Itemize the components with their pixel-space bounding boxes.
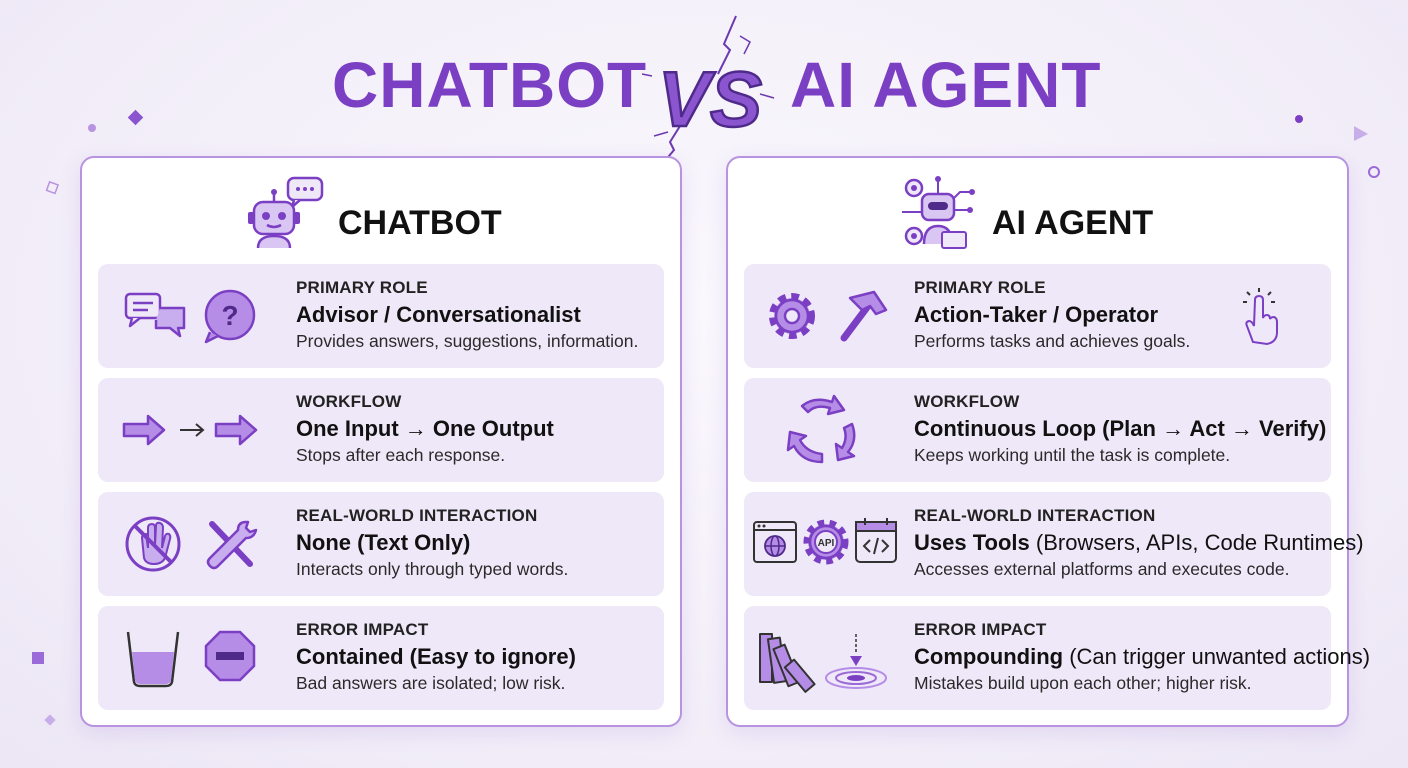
agent-row-interaction: API REAL-WORLD INTERACTION Uses Tools (B… [744,492,1364,596]
arrow-right-icon [122,414,166,446]
ripple-target-icon [825,634,887,689]
api-gear-icon: API [803,519,849,565]
vs-emblem: VS [640,14,780,164]
row-headline: Contained (Easy to ignore) [296,644,576,669]
row-headline: Uses Tools (Browsers, APIs, Code Runtime… [914,530,1364,555]
row-description: Interacts only through typed words. [296,559,569,579]
row-description: Accesses external platforms and executes… [914,559,1290,579]
row-headline: Continuous Loop (Plan → Act → Verify) [914,416,1327,441]
chatbot-row-error-impact: ERROR IMPACT Contained (Easy to ignore) … [98,606,664,710]
agent-row-error-impact: ERROR IMPACT Compounding (Can trigger un… [744,606,1370,710]
falling-dominoes-icon [759,633,816,693]
ai-agent-panel: AI AGENT PRIMARY ROLE Action-Taker / Ope… [726,156,1370,727]
row-headline: Compounding (Can trigger unwanted action… [914,644,1371,669]
beaker-icon [126,631,180,688]
chatbot-row-workflow: WORKFLOW One Input → One Output Stops af… [98,378,664,482]
row-label: REAL-WORLD INTERACTION [296,506,538,525]
browser-icon [753,521,797,563]
ai-agent-header: AI AGENT [728,172,1347,262]
main-title: CHATBOT VS AI AGENT [0,15,1408,163]
row-label: ERROR IMPACT [296,620,429,639]
chatbot-row-primary-role: ? PRIMARY ROLE Advisor / Conversationali… [98,264,664,368]
row-description: Provides answers, suggestions, informati… [296,331,639,351]
row-description: Stops after each response. [296,445,506,465]
gear-icon [769,293,815,339]
arrow-right-icon [214,414,258,446]
row-headline: One Input → One Output [296,416,554,441]
svg-text:?: ? [221,300,238,331]
small-arrow-icon [180,423,205,437]
chatbot-panel: CHATBOT ? PRIMARY ROLE Adv [80,156,682,727]
code-calendar-icon [855,518,897,563]
row-label: WORKFLOW [914,392,1020,411]
row-label: REAL-WORLD INTERACTION [914,506,1156,525]
title-chatbot: CHATBOT [332,49,648,121]
api-label: API [818,538,835,549]
row-headline: None (Text Only) [296,530,471,555]
stop-sign-icon [204,630,256,682]
no-hand-icon [125,516,181,572]
question-bubble-icon: ? [204,289,256,344]
title-ai-agent: AI AGENT [790,49,1102,121]
row-headline: Action-Taker / Operator [914,302,1159,327]
row-label: PRIMARY ROLE [296,278,428,297]
robot-chat-icon [244,174,326,254]
row-description: Performs tasks and achieves goals. [914,331,1191,351]
row-description: Mistakes build upon each other; higher r… [914,673,1252,693]
vs-text: VS [658,55,762,143]
agent-row-primary-role: PRIMARY ROLE Action-Taker / Operator Per… [744,264,1331,368]
chat-bubbles-icon [124,292,186,338]
row-label: ERROR IMPACT [914,620,1047,639]
agent-row-workflow: WORKFLOW Continuous Loop (Plan → Act → V… [744,378,1331,482]
cycle-arrows-icon [786,394,856,464]
ai-agent-heading: AI AGENT [992,204,1154,242]
pointer-hand-icon [1233,286,1285,346]
robot-network-icon [898,174,980,256]
chatbot-heading: CHATBOT [338,204,502,242]
row-description: Bad answers are isolated; low risk. [296,673,566,693]
row-headline: Advisor / Conversationalist [296,302,581,327]
hammer-icon [840,290,888,342]
row-label: WORKFLOW [296,392,402,411]
chatbot-row-interaction: REAL-WORLD INTERACTION None (Text Only) … [98,492,664,596]
tools-icon [206,520,258,570]
chatbot-header: CHATBOT [82,172,680,262]
row-description: Keeps working until the task is complete… [914,445,1231,465]
row-label: PRIMARY ROLE [914,278,1046,297]
